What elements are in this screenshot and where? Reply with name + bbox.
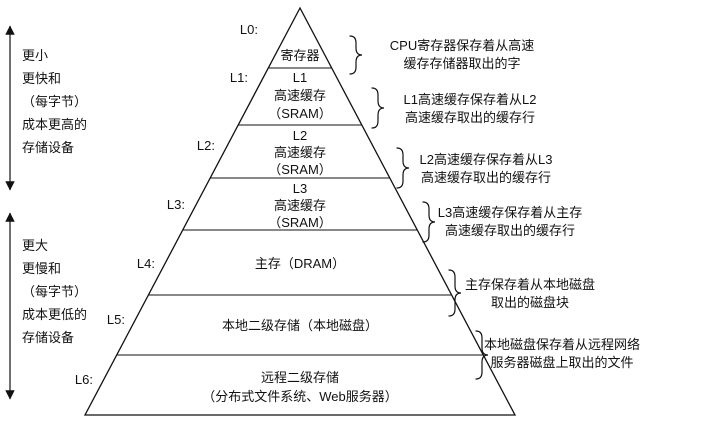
left-caption-bottom-line-3: （每字节） [22,284,87,299]
annotation-main-memory-line-2: 取出的磁盘块 [491,295,569,310]
left-caption-bottom-line-2: 更慢和 [22,261,61,276]
level-text-l2-cache-3: （SRAM） [268,162,332,177]
annotation-local-disk-line-1: 本地磁盘保存着从远程网络 [484,337,640,352]
level-text-l3-cache-2: 高速缓存 [274,198,326,213]
annotation-l1-line-2: 高速缓存取出的缓存行 [405,110,535,125]
level-label-l2: L2: [197,138,215,153]
annotation-main-memory-line-1: 主存保存着从本地磁盘 [465,277,595,292]
annotation-registers-line-1: CPU寄存器保存着从高速 [390,38,534,53]
brace-icon-l5 [475,330,489,380]
left-caption-bottom-line-1: 更大 [22,238,48,253]
annotation-l3-line-1: L3高速缓存保存着从主存 [438,205,582,220]
brace-icon-l2 [396,147,410,189]
level-label-l1: L1: [230,70,248,85]
level-text-local-storage: 本地二级存储（本地磁盘） [222,318,378,333]
level-label-l5: L5: [107,312,125,327]
left-caption-top: 更小 更快和 （每字节） 成本更高的 存储设备 [22,48,87,155]
level-text-l1-cache-1: L1 [293,70,307,85]
annotation-l3-line-2: 高速缓存取出的缓存行 [445,223,575,238]
annotation-local-disk-line-2: 服务器磁盘上取出的文件 [490,355,633,370]
annotation-braces [349,35,489,380]
left-caption-top-line-1: 更小 [22,48,48,63]
annotation-l1-line-1: L1高速缓存保存着从L2 [404,92,537,107]
level-text-l2-cache-1: L2 [293,128,307,143]
left-caption-top-line-5: 存储设备 [22,140,74,155]
left-caption-bottom: 更大 更慢和 （每字节） 成本更低的 存储设备 [22,238,87,345]
brace-icon-l4 [448,269,462,317]
brace-icon-l3 [422,201,436,243]
level-text-l2-cache-2: 高速缓存 [274,145,326,160]
annotation-l2-line-2: 高速缓存取出的缓存行 [421,170,551,185]
left-caption-top-line-3: （每字节） [22,94,87,109]
level-text-l3-cache-3: （SRAM） [268,215,332,230]
level-label-l4: L4: [137,256,155,271]
level-text-remote-storage-2: （分布式文件系统、Web服务器） [202,389,398,404]
level-text-main-memory: 主存（DRAM） [255,256,345,271]
left-caption-bottom-line-4: 成本更低的 [22,307,87,322]
brace-icon-l0 [349,35,363,75]
annotations: CPU寄存器保存着从高速 缓存存储器取出的字 L1高速缓存保存着从L2 高速缓存… [390,38,640,370]
level-text-l3-cache-1: L3 [293,181,307,196]
level-text-l1-cache-3: （SRAM） [268,106,332,121]
level-text-registers: 寄存器 [280,48,319,63]
left-caption-top-line-2: 更快和 [22,71,61,86]
level-text-l1-cache-2: 高速缓存 [274,88,326,103]
left-caption-top-line-4: 成本更高的 [22,117,87,132]
level-text-remote-storage-1: 远程二级存储 [261,370,339,385]
level-label-l0: L0: [240,22,258,37]
pyramid: L0: L1: L2: L3: L4: L5: L6: 寄存器 L1 高速缓存 … [75,6,517,416]
level-label-l3: L3: [167,197,185,212]
annotation-registers-line-2: 缓存存储器取出的字 [403,56,520,71]
level-label-l6: L6: [75,372,93,387]
left-caption-bottom-line-5: 存储设备 [22,330,74,345]
annotation-l2-line-1: L2高速缓存保存着从L3 [420,152,553,167]
brace-icon-l1 [371,87,385,129]
pyramid-outline [83,6,517,416]
